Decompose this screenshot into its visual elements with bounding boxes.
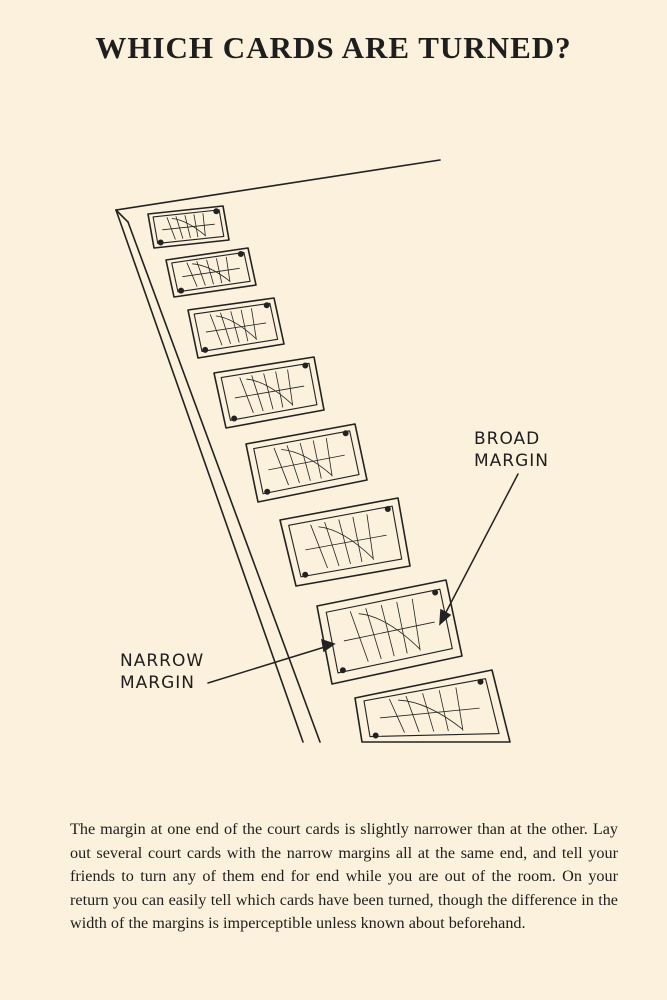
- card-row: [147, 205, 511, 743]
- playing-card: [279, 497, 411, 587]
- broad-arrow-head: [439, 608, 452, 626]
- narrow-margin-arrow: [207, 645, 329, 684]
- playing-card: [354, 669, 511, 743]
- playing-card: [245, 423, 368, 503]
- description-paragraph: The margin at one end of the court cards…: [70, 820, 618, 932]
- playing-card: [187, 297, 285, 359]
- narrow-margin-label: NARROW MARGIN: [120, 651, 205, 693]
- playing-card: [147, 205, 230, 249]
- table-thickness-edge: [127, 221, 321, 743]
- playing-card: [213, 356, 325, 429]
- table-front-edge: [115, 209, 304, 743]
- page-title: WHICH CARDS ARE TURNED?: [95, 30, 572, 65]
- table-back-edge: [115, 159, 441, 211]
- playing-card: [316, 579, 463, 685]
- playing-card: [165, 247, 257, 298]
- narrow-arrow-head: [321, 638, 336, 653]
- broad-margin-arrow: [442, 473, 519, 619]
- broad-margin-label: BROAD MARGIN: [474, 429, 550, 471]
